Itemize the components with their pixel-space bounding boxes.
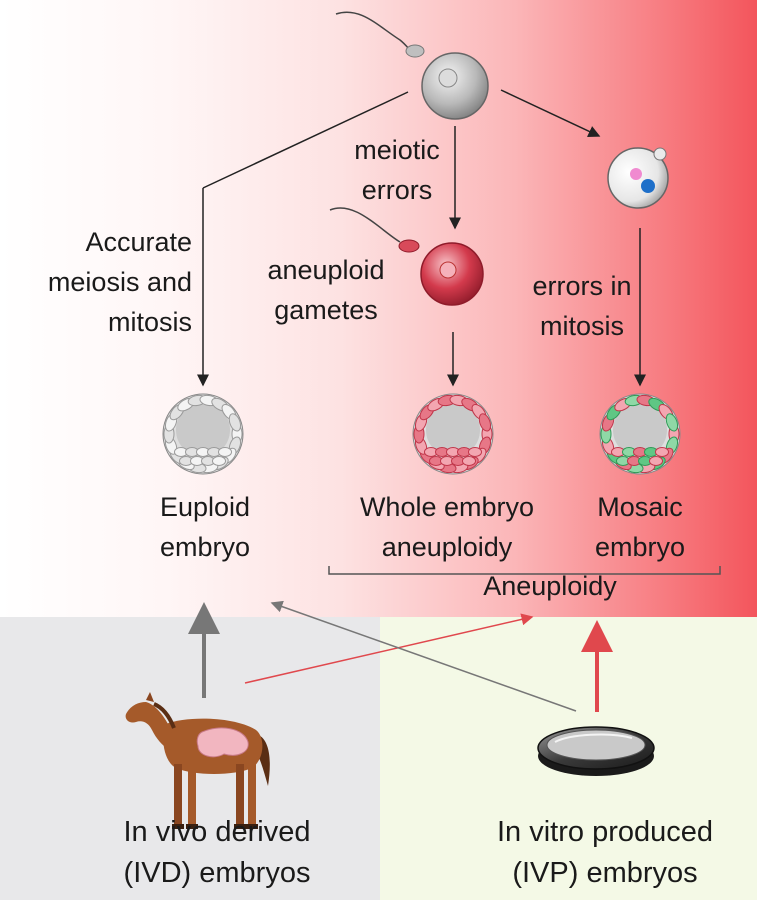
oocyte-icon <box>421 52 489 120</box>
blastocyst-cell <box>228 413 242 432</box>
inner-cell-mass-cell <box>655 447 669 457</box>
blastocyst-cell <box>665 413 679 432</box>
inner-cell-mass-cell <box>462 456 476 466</box>
ivd-to-aneuploidy-arrow <box>244 613 534 684</box>
aneuploidy-bracket <box>328 566 721 575</box>
inner-cell-mass-cell <box>218 447 232 457</box>
arrow-to-mosaic-oocyte <box>500 89 601 137</box>
horse-icon <box>125 692 270 829</box>
aneuploidy-label: Aneuploidy <box>483 571 617 601</box>
ivp-to-euploid-arrow <box>270 600 577 712</box>
arrow-to-euploid-top <box>202 91 409 189</box>
aneuploidy-gradient-background <box>0 0 757 617</box>
inner-cell-mass-cell <box>468 447 482 457</box>
mosaic-blastocyst-icon <box>599 393 681 475</box>
aneuploid-oocyte-icon <box>420 242 484 306</box>
aneuploid-sperm-icon <box>329 207 420 253</box>
euploid-blastocyst-icon <box>162 393 244 475</box>
aneuploid-blastocyst-icon <box>412 393 494 475</box>
ivp-embryos-label: In vitro produced(IVP) embryos <box>496 816 713 889</box>
mosaic-oocyte-icon <box>607 147 669 209</box>
inner-cell-mass-cell <box>649 456 663 466</box>
blastocyst-cell <box>478 413 492 432</box>
sperm-icon <box>335 11 425 58</box>
ivd-embryos-label: In vivo derived(IVD) embryos <box>123 816 311 889</box>
inner-cell-mass-cell <box>212 456 226 466</box>
petri-dish-icon <box>537 726 655 776</box>
